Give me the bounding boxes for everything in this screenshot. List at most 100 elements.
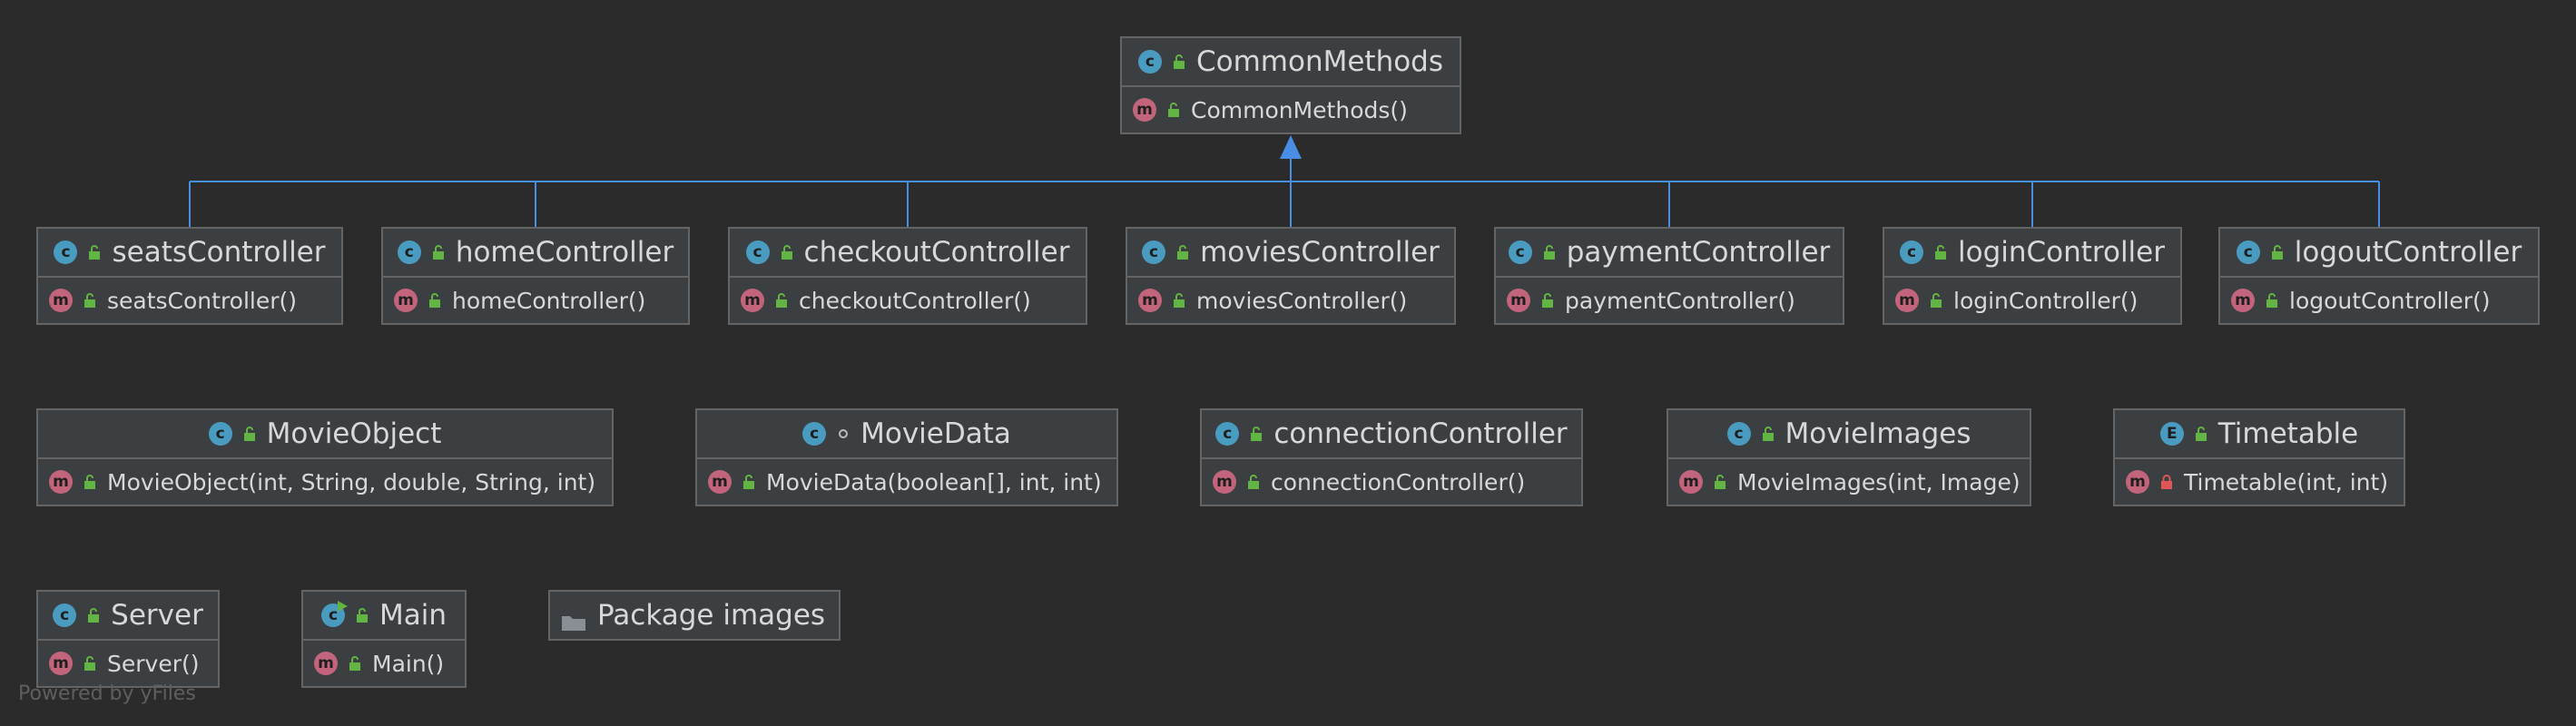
class-node-commonmethods[interactable]: c CommonMethods m CommonMethods() bbox=[1120, 36, 1461, 134]
public-icon bbox=[1928, 292, 1944, 309]
public-icon bbox=[1165, 102, 1182, 118]
class-icon: c bbox=[1137, 50, 1162, 74]
class-node-logincontroller[interactable]: c loginController m loginController() bbox=[1883, 227, 2182, 325]
class-name: paymentController bbox=[1566, 236, 1831, 269]
method-icon: m bbox=[1895, 289, 1919, 312]
method-icon: m bbox=[49, 289, 73, 312]
public-icon bbox=[1760, 426, 1776, 442]
class-icon: c bbox=[1726, 422, 1751, 446]
method-icon: m bbox=[1507, 289, 1530, 312]
class-name: connectionController bbox=[1273, 417, 1568, 450]
class-node-logoutcontroller[interactable]: c logoutController m logoutController() bbox=[2218, 227, 2540, 325]
method-signature: CommonMethods() bbox=[1191, 96, 1408, 123]
method-signature: MovieData(boolean[], int, int) bbox=[766, 468, 1102, 495]
public-icon bbox=[347, 655, 363, 672]
method-icon: m bbox=[314, 652, 338, 675]
class-node-seatscontroller[interactable]: c seatsController m seatsController() bbox=[36, 227, 343, 325]
class-icon: c bbox=[54, 240, 78, 264]
folder-icon bbox=[561, 606, 586, 631]
public-icon bbox=[82, 655, 98, 672]
class-icon: c bbox=[1508, 240, 1532, 264]
watermark: Powered by yFiles bbox=[18, 682, 196, 705]
public-icon bbox=[86, 244, 103, 260]
main-class-icon: c bbox=[320, 601, 348, 627]
class-name: Main bbox=[379, 599, 447, 632]
public-icon bbox=[2269, 244, 2286, 260]
public-icon bbox=[82, 474, 98, 490]
method-icon: m bbox=[1213, 470, 1236, 494]
class-node-moviescontroller[interactable]: c moviesController m moviesController() bbox=[1126, 227, 1456, 325]
method-signature: seatsController() bbox=[107, 287, 298, 314]
public-icon bbox=[354, 607, 370, 623]
method-signature: logoutController() bbox=[2289, 287, 2491, 314]
public-icon bbox=[1539, 292, 1556, 309]
method-icon: m bbox=[708, 470, 732, 494]
method-signature: MovieObject(int, String, double, String,… bbox=[107, 468, 596, 495]
inheritance-arrowhead bbox=[1280, 135, 1302, 159]
class-icon: c bbox=[745, 240, 770, 264]
class-icon: c bbox=[802, 422, 827, 446]
class-icon: c bbox=[1215, 422, 1240, 446]
method-signature: Server() bbox=[107, 650, 200, 677]
method-icon: m bbox=[49, 470, 73, 494]
method-signature: loginController() bbox=[1953, 287, 2138, 314]
public-icon bbox=[1248, 426, 1264, 442]
class-node-movieimages[interactable]: c MovieImages m MovieImages(int, Image) bbox=[1667, 408, 2031, 506]
class-name: homeController bbox=[455, 236, 674, 269]
enum-node-timetable[interactable]: E Timetable m Timetable(int, int) bbox=[2113, 408, 2405, 506]
class-icon: c bbox=[208, 422, 232, 446]
method-signature: paymentController() bbox=[1565, 287, 1795, 314]
class-name: MovieImages bbox=[1785, 417, 1971, 450]
class-name: checkoutController bbox=[803, 236, 1070, 269]
class-node-connectioncontroller[interactable]: c connectionController m connectionContr… bbox=[1200, 408, 1583, 506]
class-icon: c bbox=[1899, 240, 1923, 264]
public-icon bbox=[1245, 474, 1262, 490]
method-signature: connectionController() bbox=[1271, 468, 1526, 495]
method-signature: MovieImages(int, Image) bbox=[1737, 468, 2020, 495]
package-label: Package images bbox=[597, 599, 826, 632]
public-icon bbox=[1712, 474, 1728, 490]
public-icon bbox=[779, 244, 795, 260]
class-node-main[interactable]: c Main m Main() bbox=[301, 590, 467, 688]
class-icon: c bbox=[53, 603, 77, 627]
package-private-icon bbox=[835, 426, 851, 442]
public-icon bbox=[82, 292, 98, 309]
class-node-movieobject[interactable]: c MovieObject m MovieObject(int, String,… bbox=[36, 408, 614, 506]
method-icon: m bbox=[1133, 98, 1156, 122]
method-signature: checkoutController() bbox=[799, 287, 1031, 314]
class-node-moviedata[interactable]: c MovieData m MovieData(boolean[], int, … bbox=[695, 408, 1118, 506]
enum-icon: E bbox=[2159, 422, 2184, 446]
public-icon bbox=[1171, 292, 1187, 309]
class-name: CommonMethods bbox=[1195, 45, 1444, 78]
method-signature: moviesController() bbox=[1196, 287, 1408, 314]
method-icon: m bbox=[2231, 289, 2255, 312]
class-icon: c bbox=[2236, 240, 2260, 264]
public-icon bbox=[1171, 54, 1187, 70]
class-node-checkoutcontroller[interactable]: c checkoutController m checkoutControlle… bbox=[728, 227, 1087, 325]
method-icon: m bbox=[394, 289, 418, 312]
class-name: MovieObject bbox=[266, 417, 442, 450]
class-node-homecontroller[interactable]: c homeController m homeController() bbox=[381, 227, 690, 325]
public-icon bbox=[241, 426, 258, 442]
method-signature: Timetable(int, int) bbox=[2184, 468, 2389, 495]
method-icon: m bbox=[1138, 289, 1162, 312]
public-icon bbox=[741, 474, 757, 490]
package-node-images[interactable]: Package images bbox=[548, 590, 841, 641]
public-icon bbox=[430, 244, 447, 260]
method-signature: Main() bbox=[372, 650, 445, 677]
public-icon bbox=[2193, 426, 2209, 442]
public-icon bbox=[1932, 244, 1949, 260]
class-icon: c bbox=[1142, 240, 1166, 264]
class-name: MovieData bbox=[860, 417, 1011, 450]
class-node-server[interactable]: c Server m Server() bbox=[36, 590, 220, 688]
method-icon: m bbox=[741, 289, 764, 312]
public-icon bbox=[2264, 292, 2280, 309]
class-name: loginController bbox=[1957, 236, 2165, 269]
class-name: seatsController bbox=[112, 236, 326, 269]
class-node-paymentcontroller[interactable]: c paymentController m paymentController(… bbox=[1494, 227, 1844, 325]
private-icon bbox=[2158, 474, 2175, 490]
class-icon: c bbox=[397, 240, 421, 264]
class-name: Timetable bbox=[2217, 417, 2359, 450]
method-icon: m bbox=[1679, 470, 1703, 494]
